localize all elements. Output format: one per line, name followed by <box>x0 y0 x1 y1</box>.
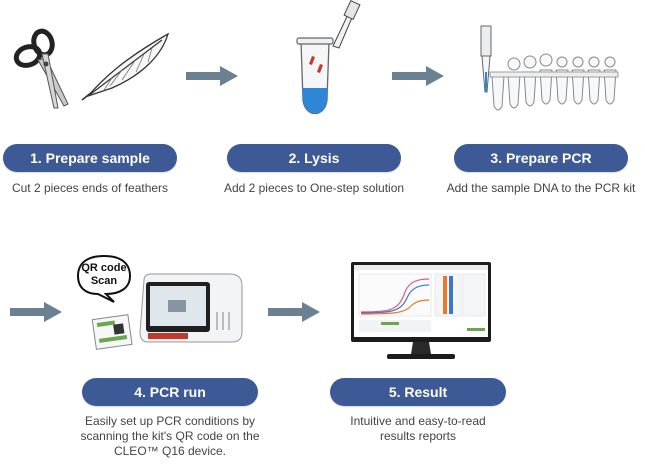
step-4-description: Easily set up PCR conditions by scanning… <box>62 414 278 459</box>
strip-tubes-icon <box>489 53 619 111</box>
qr-bubble-line-2: Scan <box>90 275 118 287</box>
step-2-description: Add 2 pieces to One-step solution <box>223 181 405 195</box>
scissors-icon <box>13 28 69 109</box>
step-2-label: 2. Lysis <box>227 144 401 172</box>
arrow-right-icon <box>392 66 444 86</box>
qr-bubble-line-1: QR code <box>81 262 127 274</box>
step-1-label: 1. Prepare sample <box>3 144 177 172</box>
tube-icon <box>296 0 361 115</box>
qr-bubble-icon <box>76 254 132 303</box>
arrow-right-icon <box>268 302 320 322</box>
step-4-description-line: scanning the kit's QR code on the <box>80 429 260 443</box>
step-4-description-line: Easily set up PCR conditions by <box>84 414 256 428</box>
step-4-description-line: CLEO™ Q16 device. <box>113 444 227 458</box>
pipette-icon <box>480 25 492 93</box>
arrow-right-icon <box>10 302 62 322</box>
step-3-description: Add the sample DNA to the PCR kit <box>446 181 636 195</box>
kit-card-icon <box>91 314 133 350</box>
arrow-right-icon <box>186 66 238 86</box>
step-4-label: 4. PCR run <box>82 378 258 406</box>
step-1-description: Cut 2 pieces ends of feathers <box>11 181 169 195</box>
pcr-device-icon <box>139 273 243 343</box>
step-5-description-line: results reports <box>379 429 457 443</box>
monitor-icon <box>351 262 491 359</box>
feather-icon <box>81 32 170 101</box>
step-5-description: Intuitive and easy-to-read results repor… <box>328 414 508 444</box>
step-5-description-line: Intuitive and easy-to-read <box>350 414 486 428</box>
step-5-label: 5. Result <box>330 378 506 406</box>
step-3-label: 3. Prepare PCR <box>454 144 628 172</box>
